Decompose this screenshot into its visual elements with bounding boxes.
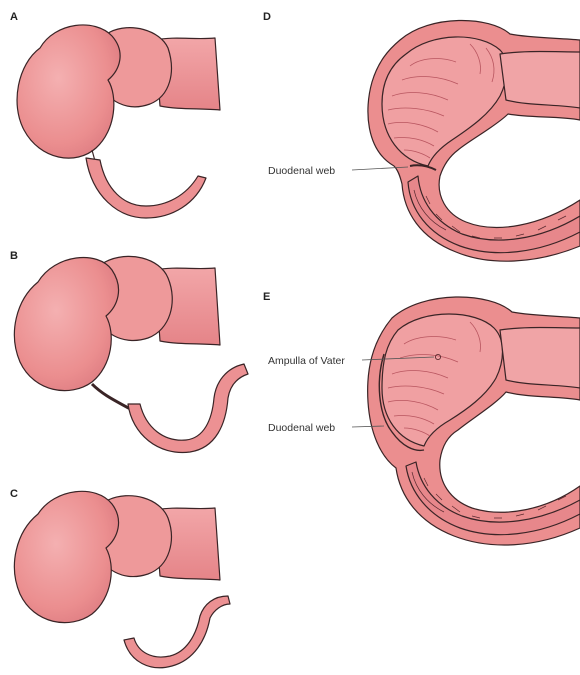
panel-d-callout-label: Duodenal web <box>268 165 335 177</box>
panel-e-ampulla-label: Ampulla of Vater <box>268 355 345 367</box>
panel-a: A <box>10 11 220 218</box>
panel-d-duodenum <box>368 20 580 261</box>
panel-c-duodenum <box>14 491 230 667</box>
panel-a-duodenum <box>17 25 220 218</box>
panel-d: D Duodenal web <box>263 11 580 261</box>
panel-a-letter: A <box>10 11 18 23</box>
panel-e-letter: E <box>263 291 270 303</box>
panel-b-duodenum <box>14 256 248 452</box>
panel-e-duodenum <box>368 297 580 545</box>
panel-c-letter: C <box>10 488 18 500</box>
panel-e: E Ampulla of <box>263 291 580 545</box>
panel-b-letter: B <box>10 250 18 262</box>
panel-d-letter: D <box>263 11 271 23</box>
panel-b: B <box>10 250 248 452</box>
panel-c: C <box>10 488 230 668</box>
panel-e-web-label: Duodenal web <box>268 422 335 434</box>
